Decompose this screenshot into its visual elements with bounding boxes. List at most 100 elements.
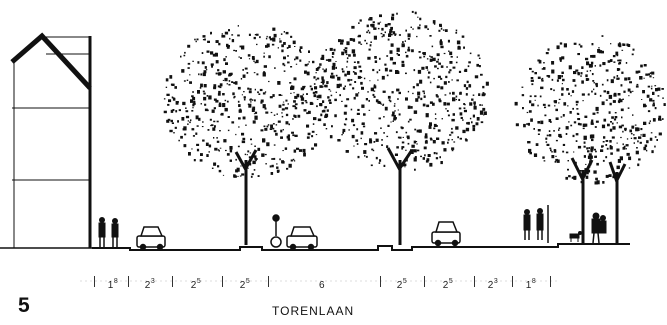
foliage-dot-2 (562, 114, 565, 117)
foliage-dot-2 (613, 93, 617, 97)
foliage-dot-1 (375, 99, 379, 103)
dimension-cyclepath-right: 25 (442, 278, 454, 291)
foliage-dot-2 (570, 95, 572, 97)
foliage-dot-2 (579, 170, 582, 172)
foliage-dot-1 (416, 143, 418, 145)
foliage-dot-2 (606, 90, 610, 95)
foliage-dot-1 (360, 81, 363, 85)
foliage-dot-0 (225, 62, 228, 65)
foliage-dot-1 (432, 140, 436, 144)
foliage-dot-1 (434, 65, 437, 68)
foliage-dot-1 (384, 23, 388, 28)
foliage-dot-1 (428, 71, 431, 74)
house-facade (0, 32, 92, 249)
foliage-dot-2 (613, 61, 616, 63)
foliage-dot-0 (195, 132, 198, 135)
foliage-dot-0 (304, 63, 308, 67)
foliage-dot-0 (216, 137, 218, 139)
foliage-dot-0 (302, 85, 306, 89)
foliage-dot-1 (405, 97, 408, 101)
foliage-dot-2 (622, 130, 624, 133)
foliage-dot-1 (433, 127, 436, 130)
foliage-dot-1 (442, 29, 445, 31)
foliage-dot-0 (282, 101, 285, 103)
foliage-dot-1 (346, 57, 349, 60)
foliage-dot-0 (310, 87, 313, 91)
foliage-dot-0 (290, 86, 294, 90)
foliage-dot-0 (240, 165, 242, 167)
foliage-dot-0 (241, 132, 245, 136)
foliage-dot-0 (237, 145, 240, 148)
foliage-dot-2 (657, 95, 660, 97)
foliage-dot-1 (391, 114, 395, 117)
foliage-dot-1 (482, 85, 485, 89)
foliage-dot-1 (417, 69, 422, 74)
foliage-dot-2 (601, 83, 604, 86)
foliage-dot-1 (346, 98, 350, 101)
foliage-dot-1 (344, 47, 348, 50)
foliage-dot-2 (601, 101, 605, 106)
foliage-dot-0 (220, 113, 223, 116)
foliage-dot-2 (582, 181, 585, 184)
foliage-dot-1 (427, 76, 430, 79)
foliage-dot-2 (651, 85, 653, 87)
foliage-dot-1 (399, 163, 403, 166)
foliage-dot-0 (196, 143, 200, 146)
foliage-dot-1 (322, 82, 325, 85)
foliage-dot-1 (449, 92, 451, 95)
foliage-dot-1 (471, 98, 474, 101)
foliage-dot-2 (622, 168, 624, 171)
foliage-dot-2 (590, 146, 594, 149)
foliage-dot-1 (313, 76, 316, 79)
foliage-dot-2 (609, 59, 613, 62)
foliage-dot-0 (304, 70, 307, 74)
foliage-dot-1 (341, 51, 345, 56)
foliage-dot-1 (353, 96, 356, 100)
foliage-dot-1 (391, 91, 394, 94)
foliage-dot-2 (611, 122, 614, 125)
foliage-dot-0 (218, 42, 221, 46)
foliage-dot-1 (424, 133, 428, 137)
foliage-dot-0 (268, 55, 271, 59)
foliage-dot-0 (296, 93, 300, 98)
foliage-dot-2 (588, 165, 591, 168)
foliage-dot-2 (551, 69, 555, 74)
foliage-dot-2 (557, 75, 562, 80)
car-center (286, 226, 318, 251)
foliage-dot-0 (263, 55, 265, 58)
foliage-dot-2 (556, 79, 559, 82)
foliage-dot-0 (231, 121, 235, 124)
foliage-dot-1 (451, 149, 454, 152)
foliage-dot-1 (377, 22, 380, 25)
foliage-dot-2 (648, 122, 651, 125)
foliage-dot-0 (247, 87, 250, 90)
foliage-dot-2 (631, 53, 634, 56)
foliage-dot-0 (200, 103, 202, 105)
foliage-dot-0 (227, 129, 230, 132)
foliage-dot-0 (266, 43, 270, 48)
foliage-dot-1 (389, 100, 392, 103)
foliage-dot-0 (256, 73, 259, 76)
foliage-dot-1 (332, 62, 336, 67)
foliage-dot-1 (356, 128, 359, 131)
foliage-dot-0 (201, 61, 205, 65)
foliage-dot-1 (407, 105, 411, 109)
dimension-tick (94, 276, 95, 287)
foliage-dot-0 (248, 103, 252, 108)
foliage-dot-0 (211, 124, 214, 127)
foliage-dot-0 (292, 158, 295, 161)
foliage-dot-0 (202, 72, 206, 77)
foliage-dot-0 (285, 31, 289, 35)
foliage-dot-2 (620, 84, 623, 87)
foliage-dot-1 (443, 148, 447, 152)
foliage-dot-2 (588, 163, 592, 166)
foliage-dot-2 (601, 50, 604, 54)
foliage-dot-2 (526, 111, 529, 114)
foliage-dot-1 (373, 141, 376, 143)
foliage-dot-0 (287, 103, 289, 105)
foliage-dot-2 (625, 62, 628, 64)
foliage-dot-1 (407, 46, 410, 49)
foliage-dot-2 (575, 140, 578, 142)
foliage-dot-0 (284, 147, 288, 150)
foliage-dot-0 (294, 58, 296, 61)
